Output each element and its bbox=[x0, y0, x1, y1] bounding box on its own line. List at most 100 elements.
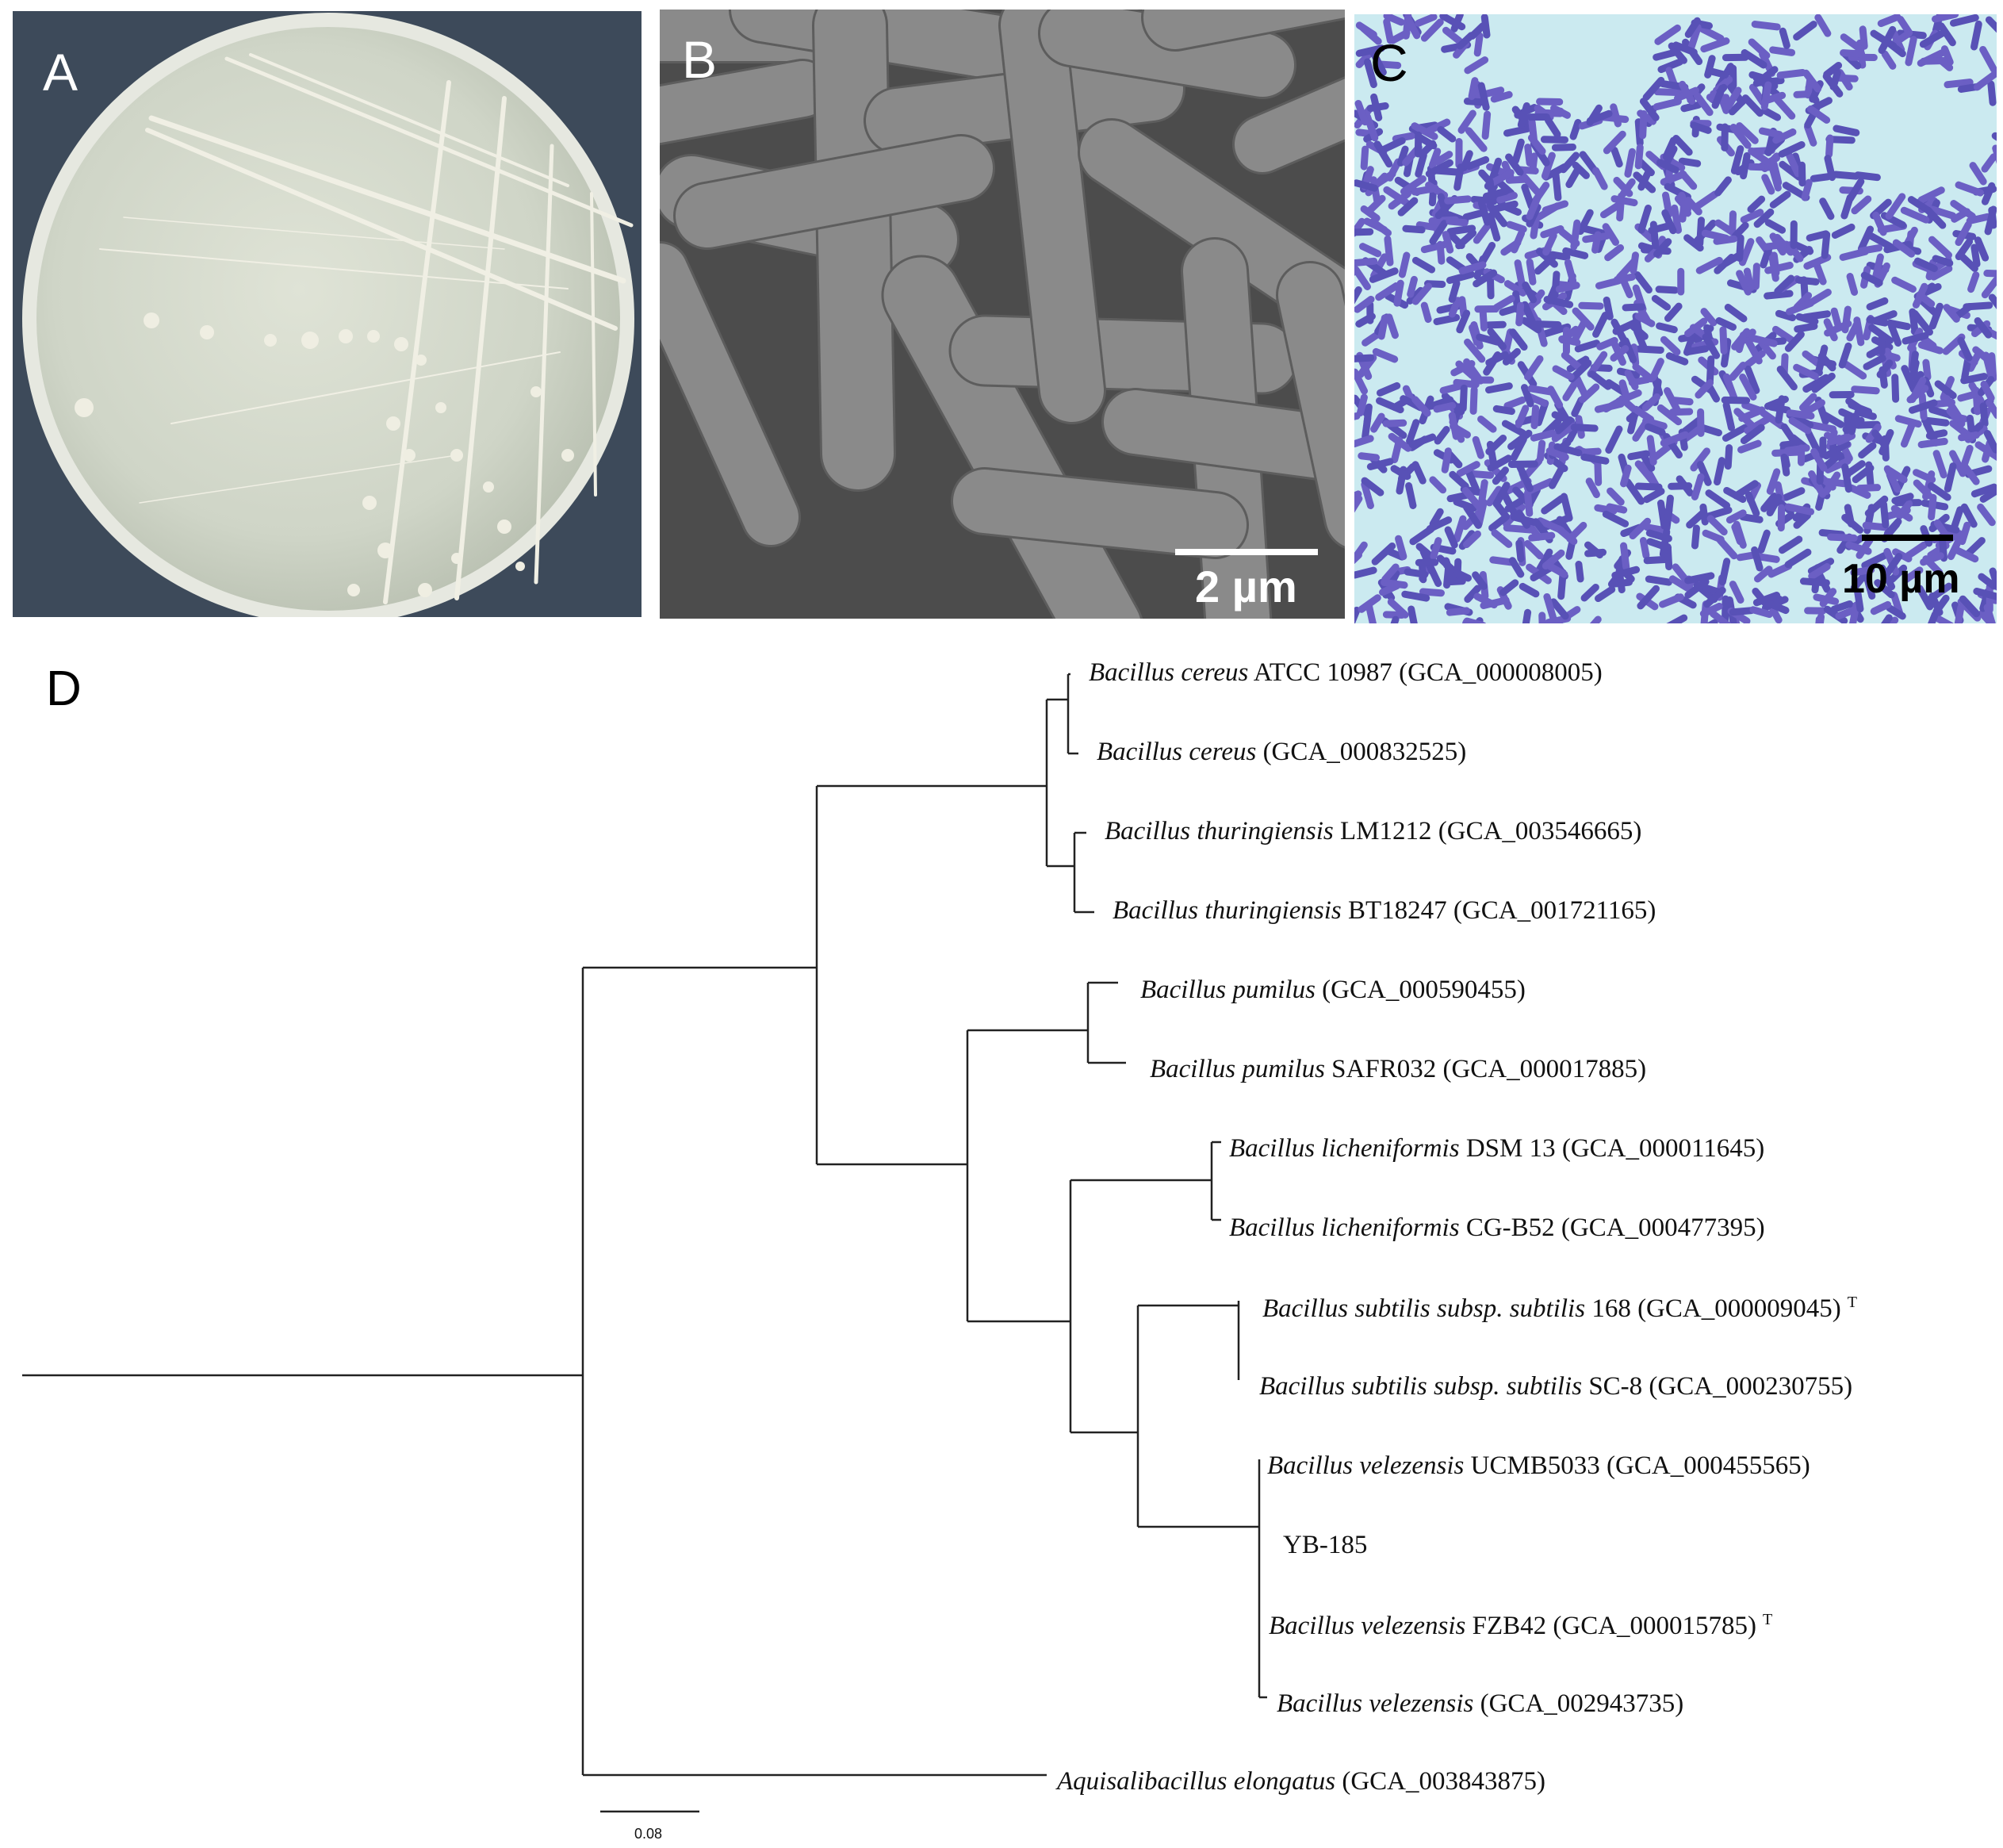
colony bbox=[394, 337, 408, 351]
stained-rod bbox=[1604, 243, 1625, 262]
stained-rod bbox=[1778, 535, 1803, 554]
stained-rod bbox=[1444, 195, 1472, 205]
stained-rod bbox=[1813, 262, 1827, 286]
stained-rod bbox=[1928, 405, 1954, 419]
stained-rod bbox=[1866, 316, 1889, 327]
taxon-species-name: Bacillus velezensis bbox=[1269, 1612, 1466, 1640]
colony bbox=[75, 398, 94, 417]
stained-rod bbox=[1492, 466, 1509, 485]
stained-rod bbox=[1778, 140, 1806, 158]
stained-rod bbox=[1753, 208, 1775, 228]
stained-rod bbox=[1856, 484, 1882, 493]
stained-rod bbox=[1866, 297, 1889, 311]
stained-rod bbox=[1376, 381, 1401, 397]
taxon-label: Bacillus licheniformis DSM 13 (GCA_00001… bbox=[1229, 1136, 1764, 1162]
stained-rod bbox=[1793, 21, 1817, 41]
taxon-strain: LM1212 (GCA_003546665) bbox=[1333, 817, 1642, 845]
stained-rod bbox=[1370, 412, 1385, 433]
stained-rod bbox=[1655, 286, 1679, 294]
stained-rod bbox=[1987, 80, 1997, 106]
stained-rod bbox=[1634, 482, 1663, 491]
stained-rod bbox=[1774, 96, 1796, 120]
stained-rod bbox=[1524, 144, 1534, 167]
stained-rod bbox=[1860, 271, 1883, 287]
taxon-label: Bacillus subtilis subsp. subtilis 168 (G… bbox=[1262, 1294, 1857, 1322]
colony bbox=[416, 355, 427, 366]
stained-rod bbox=[1744, 365, 1760, 394]
stained-rod bbox=[1434, 426, 1450, 445]
stained-rod bbox=[1402, 224, 1426, 234]
stained-rod bbox=[1749, 606, 1773, 619]
stained-rod bbox=[1768, 163, 1782, 192]
stained-rod bbox=[1744, 416, 1771, 435]
stained-rod bbox=[1794, 276, 1820, 286]
taxon-strain: BT18247 (GCA_001721165) bbox=[1341, 896, 1656, 925]
stained-rod bbox=[1660, 431, 1689, 447]
stained-rod bbox=[1983, 429, 1997, 454]
stained-rod bbox=[1510, 435, 1527, 462]
stained-rod bbox=[1453, 498, 1477, 512]
stained-rod bbox=[1585, 477, 1600, 499]
colony bbox=[377, 543, 393, 558]
stained-rod bbox=[1595, 585, 1616, 603]
stained-rod bbox=[1355, 44, 1385, 57]
stained-rod bbox=[1672, 135, 1693, 156]
stained-rod bbox=[1369, 267, 1399, 283]
streak-line bbox=[224, 56, 634, 228]
stained-rod bbox=[1738, 238, 1755, 266]
stained-rod bbox=[1429, 508, 1444, 528]
panel-c-stain-image: C 10 µm bbox=[1354, 14, 1997, 623]
stained-rod bbox=[1766, 493, 1783, 517]
stained-rod bbox=[1433, 313, 1461, 325]
stained-rod bbox=[1852, 464, 1875, 484]
stained-rod bbox=[1503, 524, 1534, 534]
stained-rod bbox=[1395, 535, 1407, 561]
stained-rod bbox=[1706, 515, 1728, 536]
stained-rod bbox=[1542, 200, 1568, 214]
stained-rod bbox=[1917, 437, 1948, 449]
stained-rod bbox=[1983, 604, 1996, 623]
streak-line bbox=[590, 192, 597, 497]
panel-a-petri-dish: A bbox=[13, 11, 641, 617]
stained-rod bbox=[1684, 197, 1702, 216]
stained-rod bbox=[1549, 598, 1569, 620]
stained-rod bbox=[1891, 493, 1914, 504]
stained-rod bbox=[1595, 277, 1622, 289]
stained-rod bbox=[1876, 359, 1894, 378]
stained-rod bbox=[1520, 173, 1542, 196]
stained-rod bbox=[1565, 167, 1581, 189]
stained-rod bbox=[1377, 314, 1388, 340]
stained-rod bbox=[1574, 339, 1600, 353]
stained-rod bbox=[1684, 572, 1715, 585]
stained-rod bbox=[1662, 191, 1673, 218]
stained-rod bbox=[1979, 45, 1997, 74]
stained-rod bbox=[1442, 231, 1454, 254]
stained-rod bbox=[1552, 171, 1562, 201]
stained-rod bbox=[1912, 282, 1928, 309]
stained-rod bbox=[1668, 482, 1693, 490]
stained-rod bbox=[1925, 429, 1948, 439]
stained-rod bbox=[1730, 145, 1744, 174]
stained-rod bbox=[1460, 150, 1473, 171]
stained-rod bbox=[1388, 432, 1412, 452]
stained-rod bbox=[1633, 406, 1655, 424]
stained-rod bbox=[1354, 295, 1375, 313]
stained-rod bbox=[1932, 450, 1947, 479]
panel-letter-b: B bbox=[682, 30, 718, 89]
stained-rod bbox=[1775, 309, 1797, 322]
stained-rod bbox=[1804, 123, 1817, 147]
stained-rod bbox=[1439, 381, 1469, 394]
stained-rod bbox=[1484, 320, 1507, 329]
stained-rod bbox=[1538, 612, 1547, 623]
taxon-label: Bacillus thuringiensis LM1212 (GCA_00354… bbox=[1105, 819, 1641, 845]
stained-rod bbox=[1888, 322, 1902, 347]
stained-rod bbox=[1799, 577, 1830, 587]
stained-rod bbox=[1680, 416, 1702, 435]
stained-rod bbox=[1523, 489, 1534, 517]
stained-rod bbox=[1902, 566, 1924, 583]
stained-rod bbox=[1361, 477, 1384, 497]
stained-rod bbox=[1536, 517, 1565, 535]
stained-rod bbox=[1376, 397, 1404, 414]
stained-rod bbox=[1602, 223, 1619, 246]
stained-rod bbox=[1411, 122, 1438, 140]
